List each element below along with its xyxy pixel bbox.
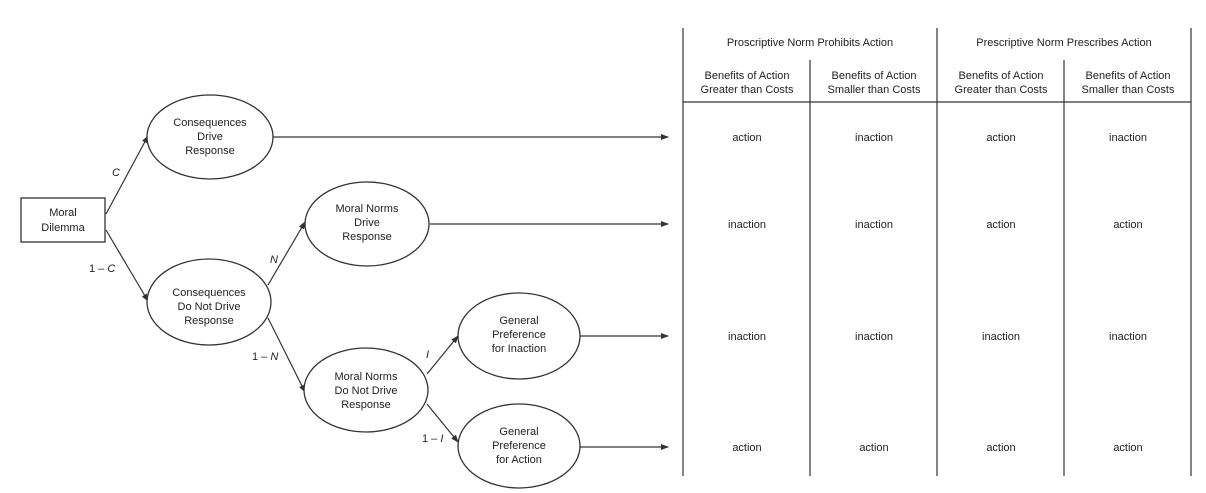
consequences-drive-node: Consequences Drive Response: [146, 94, 274, 180]
consequences-not-drive-line-3: Response: [184, 315, 234, 327]
table-cell: inaction: [855, 219, 893, 231]
prob-i-label: I: [426, 349, 429, 361]
pref-action-node: General Preference for Action: [457, 403, 581, 489]
edge-norms-not-drive-to-pref-inaction: [426, 335, 459, 375]
consequences-drive-line-1: Consequences: [173, 117, 247, 129]
consequences-not-drive-line-2: Do Not Drive: [178, 301, 241, 313]
pref-action-line-3: for Action: [496, 454, 542, 466]
col-header-3-line-2: Greater than Costs: [955, 84, 1048, 96]
group-header-prescriptive: Prescriptive Norm Prescribes Action: [976, 37, 1151, 49]
moral-dilemma-line-2: Dilemma: [41, 222, 85, 234]
col-header-2-line-1: Benefits of Action: [832, 70, 917, 82]
norms-drive-line-1: Moral Norms: [336, 203, 399, 215]
prob-one-minus-n-label: 1 – N: [252, 351, 278, 363]
table-cell: action: [732, 132, 761, 144]
norms-drive-line-2: Drive: [354, 217, 380, 229]
outcome-table: Proscriptive Norm Prohibits Action Presc…: [682, 28, 1192, 476]
table-cell: action: [859, 442, 888, 454]
pref-action-line-1: General: [499, 426, 538, 438]
moral-dilemma-line-1: Moral: [49, 207, 77, 219]
edge-consequences-not-drive-to-norms-not-drive: [267, 317, 306, 393]
norms-not-drive-line-3: Response: [341, 399, 391, 411]
table-cell: inaction: [728, 331, 766, 343]
norms-drive-node: Moral Norms Drive Response: [304, 181, 430, 267]
norms-not-drive-node: Moral Norms Do Not Drive Response: [303, 347, 429, 433]
table-cell: action: [732, 442, 761, 454]
group-header-proscriptive: Proscriptive Norm Prohibits Action: [727, 37, 893, 49]
edge-dilemma-to-consequences-drive: [105, 135, 149, 215]
pref-inaction-line-2: Preference: [492, 329, 546, 341]
norms-not-drive-line-1: Moral Norms: [335, 371, 398, 383]
pref-inaction-node: General Preference for Inaction: [457, 292, 581, 380]
table-cell: action: [1113, 219, 1142, 231]
consequences-not-drive-line-1: Consequences: [172, 287, 246, 299]
table-cell: inaction: [855, 132, 893, 144]
col-header-1-line-1: Benefits of Action: [705, 70, 790, 82]
pref-action-line-2: Preference: [492, 440, 546, 452]
table-cell: inaction: [1109, 331, 1147, 343]
norms-drive-line-3: Response: [342, 231, 392, 243]
table-cell: action: [986, 219, 1015, 231]
prob-c-label: C: [112, 167, 120, 179]
pref-inaction-line-3: for Inaction: [492, 343, 546, 355]
col-header-2-line-2: Smaller than Costs: [828, 84, 921, 96]
col-header-1-line-2: Greater than Costs: [701, 84, 794, 96]
table-cell: inaction: [982, 331, 1020, 343]
edge-dilemma-to-consequences-not-drive: [105, 229, 149, 302]
prob-one-minus-i-label: 1 – I: [422, 433, 443, 445]
col-header-3-line-1: Benefits of Action: [959, 70, 1044, 82]
table-cell: inaction: [1109, 132, 1147, 144]
table-cell: action: [986, 442, 1015, 454]
prob-n-label: N: [270, 254, 278, 266]
moral-dilemma-node: Moral Dilemma: [20, 197, 106, 243]
consequences-drive-line-2: Drive: [197, 131, 223, 143]
prob-one-minus-c-label: 1 – C: [89, 263, 115, 275]
consequences-drive-line-3: Response: [185, 145, 235, 157]
pref-inaction-line-1: General: [499, 315, 538, 327]
consequences-not-drive-node: Consequences Do Not Drive Response: [146, 258, 272, 346]
norms-not-drive-line-2: Do Not Drive: [335, 385, 398, 397]
table-cell: action: [986, 132, 1015, 144]
col-header-4-line-1: Benefits of Action: [1086, 70, 1171, 82]
edge-norms-not-drive-to-pref-action: [426, 403, 459, 443]
table-cell: inaction: [855, 331, 893, 343]
edge-consequences-not-drive-to-norms-drive: [267, 221, 306, 286]
table-cell: action: [1113, 442, 1142, 454]
table-cell: inaction: [728, 219, 766, 231]
col-header-4-line-2: Smaller than Costs: [1082, 84, 1175, 96]
